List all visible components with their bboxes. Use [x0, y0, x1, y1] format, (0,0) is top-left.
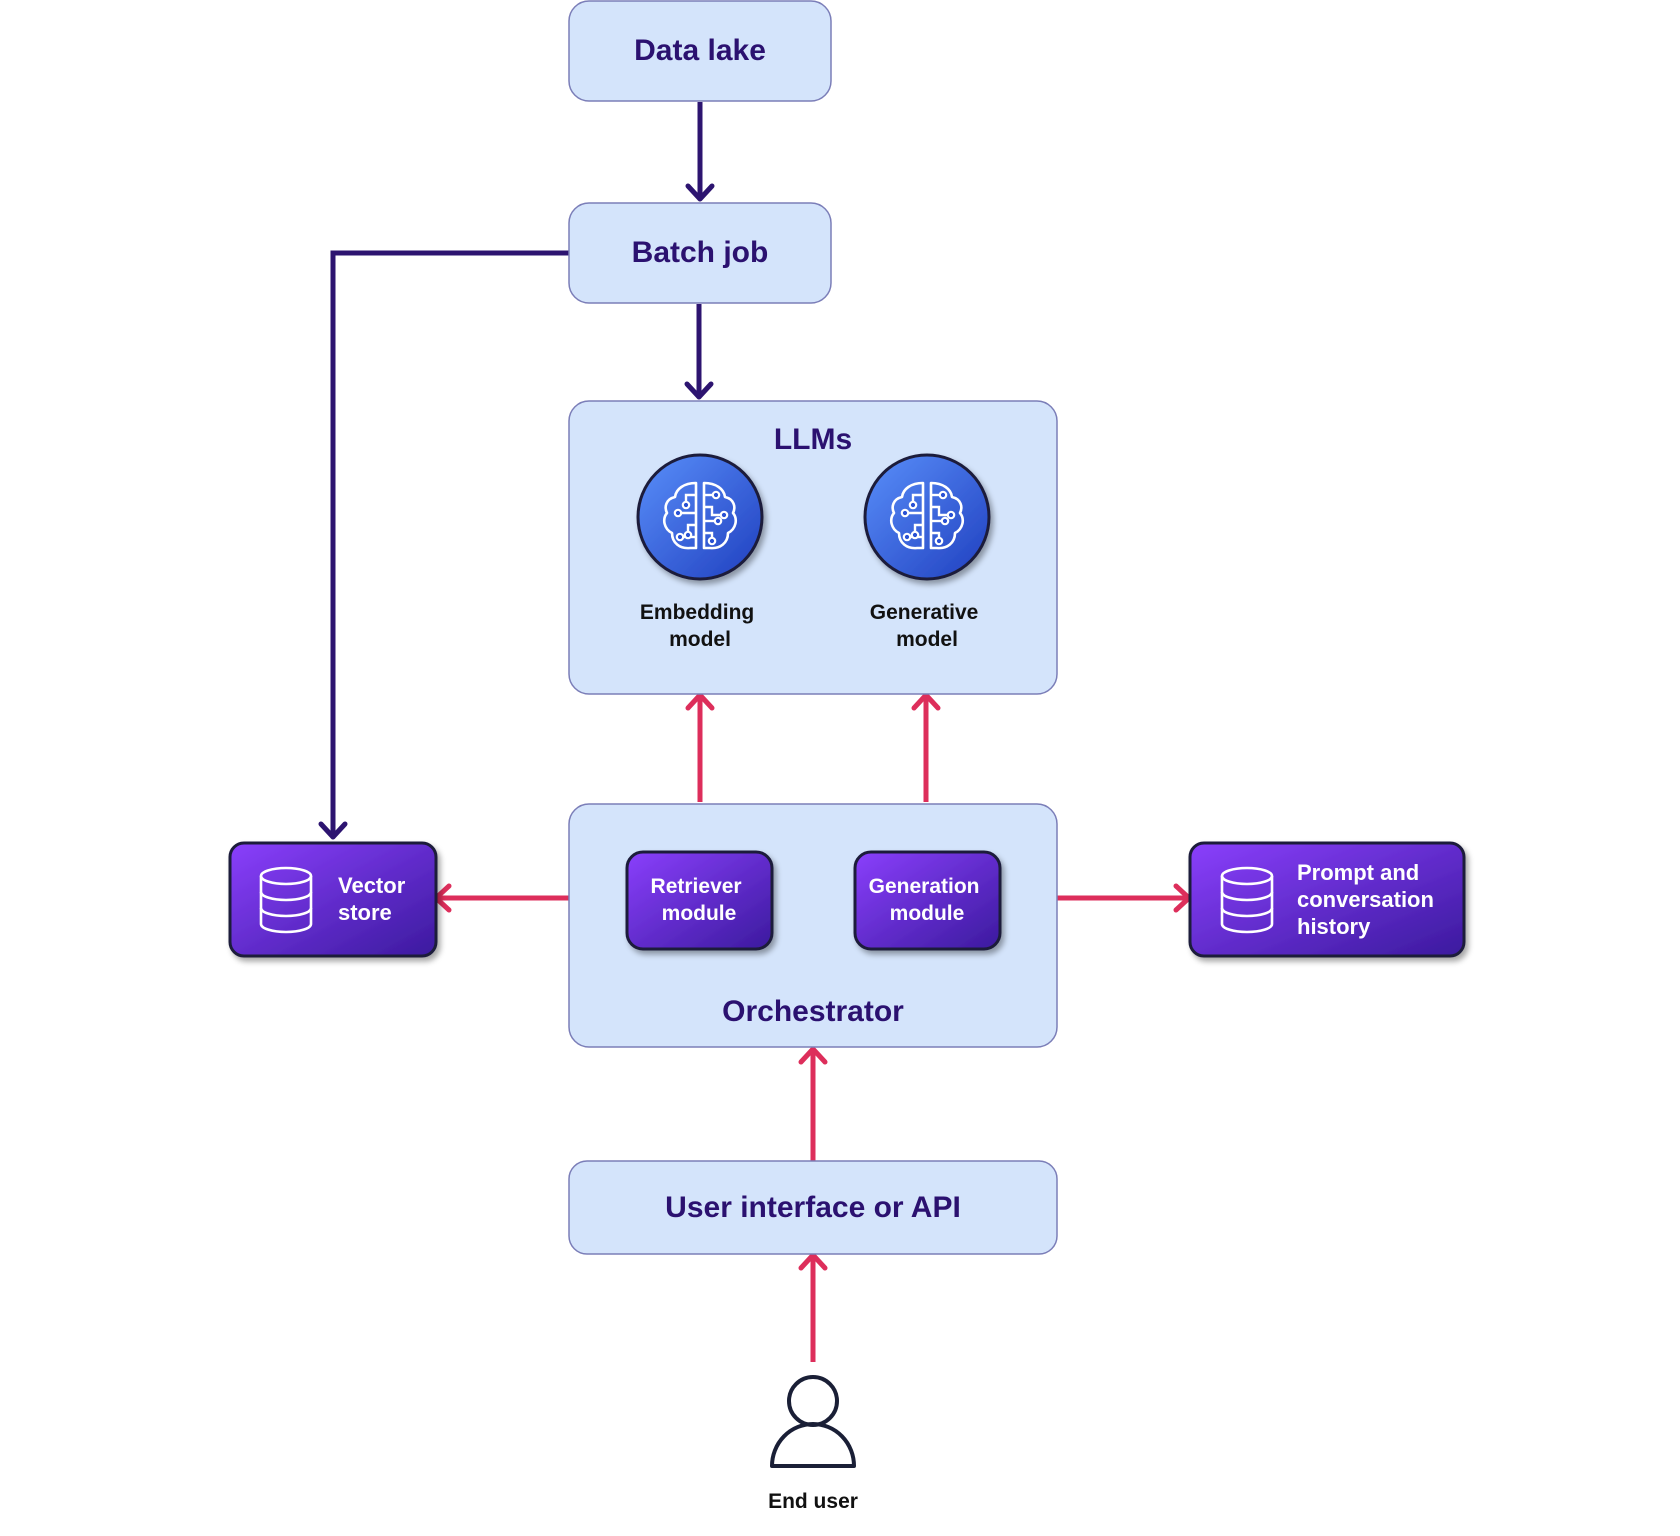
arrow-orchestrator-to-generative	[911, 692, 941, 802]
data-lake-box: Data lake	[568, 0, 832, 102]
arrow-ui-to-orchestrator	[798, 1046, 828, 1161]
embedding-model: Embedding model	[636, 453, 764, 651]
embedding-model-label: Embedding model	[640, 601, 760, 651]
llms-title: LLMs	[774, 423, 852, 456]
generative-model: Generative model	[863, 453, 991, 651]
end-user-label: End user	[768, 1490, 858, 1513]
arrow-datalake-to-batch	[685, 102, 715, 202]
end-user: End user	[768, 1375, 858, 1513]
generation-module: Generation module	[853, 850, 1002, 951]
vector-store-label: Vector store	[338, 873, 411, 925]
arrow-orchestrator-to-embedding	[685, 692, 715, 802]
user-icon	[770, 1375, 856, 1468]
prompt-history-label: Prompt and conversation history	[1297, 860, 1440, 939]
llms-container: LLMs Embedding model Generative model	[568, 400, 1058, 695]
arrow-orchestrator-to-prompt-history	[1057, 883, 1192, 913]
batch-job-box: Batch job	[568, 202, 832, 304]
vector-store-box: Vector store	[228, 841, 438, 958]
user-interface-label: User interface or API	[665, 1191, 961, 1224]
arrow-orchestrator-to-vector-store	[433, 883, 569, 913]
generation-module-label: Generation module	[869, 875, 986, 925]
batch-job-label: Batch job	[632, 236, 769, 269]
data-lake-label: Data lake	[634, 34, 766, 67]
retriever-module-label: Retriever module	[651, 875, 748, 925]
orchestrator-container: Retriever module Generation module Orche…	[568, 803, 1058, 1048]
arrow-user-to-ui	[798, 1252, 828, 1362]
arrow-batch-to-vector-store	[318, 250, 569, 840]
generative-model-label: Generative model	[870, 601, 984, 651]
orchestrator-title: Orchestrator	[722, 995, 904, 1028]
retriever-module: Retriever module	[625, 850, 774, 951]
arrow-batch-to-llms	[684, 304, 714, 400]
user-interface-box: User interface or API	[568, 1160, 1058, 1255]
prompt-history-box: Prompt and conversation history	[1188, 841, 1466, 958]
